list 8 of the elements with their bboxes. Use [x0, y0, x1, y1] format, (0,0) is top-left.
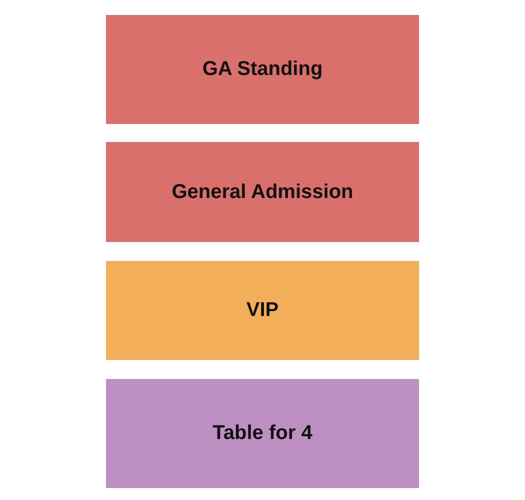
section-label: GA Standing	[202, 58, 323, 81]
seating-section	[106, 15, 419, 124]
section-label: Table for 4	[212, 422, 312, 445]
section-label: General Admission	[172, 180, 354, 204]
seating-section	[106, 142, 419, 242]
seating-section	[106, 379, 419, 488]
section-label: VIP	[246, 299, 279, 322]
seating-section	[106, 261, 419, 360]
